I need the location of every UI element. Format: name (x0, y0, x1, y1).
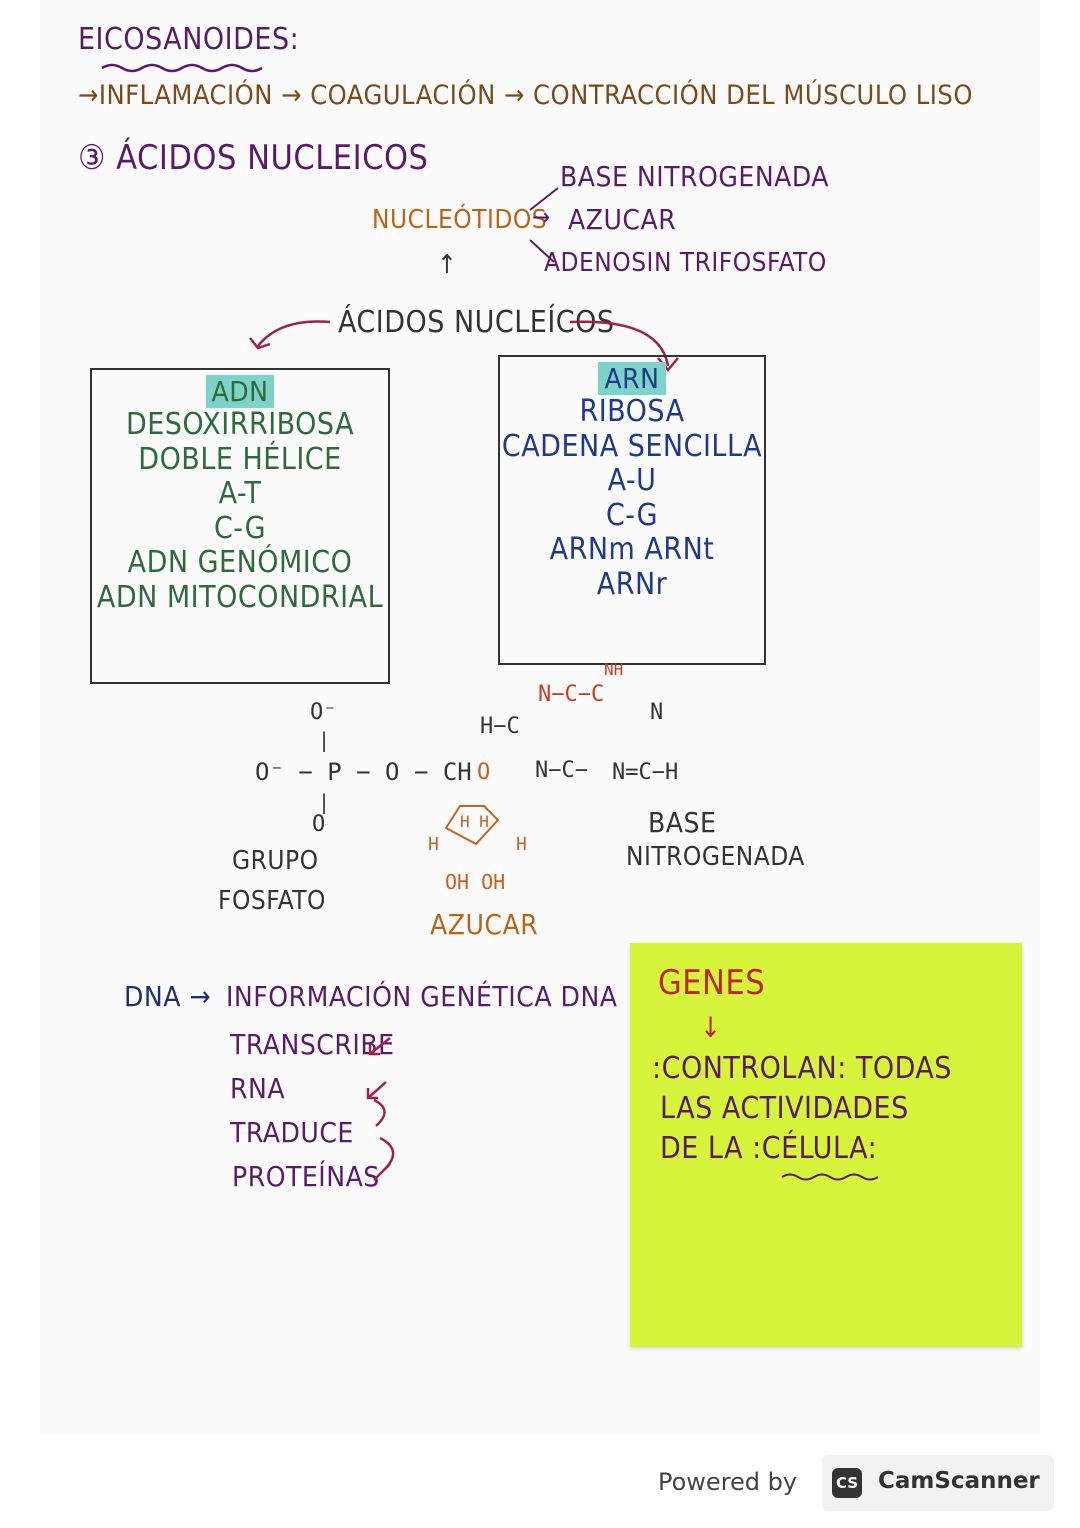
grupo-label: GRUPO (232, 846, 319, 876)
dogma-arrows (366, 1037, 395, 1181)
fosfato-label: FOSFATO (218, 886, 326, 916)
base-row1: N−C−C (538, 682, 605, 707)
phosphate-middle: O⁻ − P − O − CH (255, 758, 472, 786)
step-rna: RNA (230, 1072, 286, 1105)
acidos-nucleicos-label: ÁCIDOS NUCLEÍCOS (338, 305, 615, 340)
arn-line: C-G (605, 497, 659, 533)
adn-line: C-G (213, 510, 267, 546)
arn-line: CADENA SENCILLA (501, 428, 763, 464)
phosphate-bar-top: | (318, 728, 331, 752)
branch-arrows (529, 187, 559, 263)
base-row3: N−C− (535, 758, 588, 783)
wavy-underline (101, 63, 263, 73)
sugar-h-right: H (516, 834, 527, 855)
camscanner-logo-icon: CS (832, 1468, 862, 1498)
genes-sticky-note: GENES ↓ :CONTROLAN: TODAS LAS ACTIVIDADE… (630, 943, 1022, 1347)
informacion-genetica: INFORMACIÓN GENÉTICA DNA (226, 980, 618, 1013)
genes-title: GENES (658, 963, 766, 1003)
arn-line: A-U (607, 463, 657, 499)
genes-line: DE LA :CÉLULA: (660, 1131, 878, 1166)
phosphate-top-o: O⁻ (310, 700, 337, 725)
nucleotidos-arrow: → (532, 203, 551, 231)
arn-title: ARN (500, 362, 764, 395)
adn-line: DOBLE HÉLICE (138, 441, 342, 477)
adn-line: ADN GENÓMICO (127, 545, 353, 581)
arn-line: RIBOSA (579, 394, 685, 430)
phosphate-bottom-o: O (312, 812, 326, 837)
up-arrow: ↑ (437, 250, 458, 280)
sugar-ring (444, 805, 500, 846)
base-label: BASE (648, 806, 717, 839)
camscanner-badge: CS CamScanner (822, 1455, 1054, 1511)
adn-line: ADN MITOCONDRIAL (96, 579, 384, 615)
arn-line: ARNm ARNt (549, 532, 715, 568)
base-nch: N=C−H (612, 760, 679, 785)
adn-line: A-T (218, 476, 262, 512)
step-transcribe: TRANSCRIBE (230, 1028, 395, 1061)
dna-label: DNA → (124, 980, 212, 1013)
sugar-h-inner: H H (460, 812, 489, 831)
eicosanoides-flow: →INFLAMACIÓN → COAGULACIÓN → CONTRACCIÓN… (78, 80, 973, 111)
adn-title: ADN (92, 375, 388, 408)
powered-by-text: Powered by (658, 1468, 798, 1496)
sugar-ring-o: O (477, 760, 491, 785)
adn-box: ADN DESOXIRRIBOSA DOBLE HÉLICE A-T C-G A… (90, 368, 390, 684)
nitrogenada-label: NITROGENADA (626, 842, 805, 872)
component-base: BASE NITROGENADA (560, 160, 830, 193)
genes-line: :CONTROLAN: TODAS (652, 1051, 952, 1086)
phosphate-bar-bottom: | (318, 790, 331, 814)
step-proteinas: PROTEÍNAS (232, 1160, 380, 1193)
component-atp: ADENOSIN TRIFOSFATO (544, 248, 827, 278)
base-hc: H−C (480, 714, 520, 739)
arn-box: ARN RIBOSA CADENA SENCILLA A-U C-G ARNm … (498, 355, 766, 665)
camscanner-brand: CamScanner (878, 1468, 1040, 1494)
genes-arrow: ↓ (700, 1011, 722, 1044)
section-title: ③ ÁCIDOS NUCLEICOS (78, 138, 429, 178)
step-traduce: TRADUCE (230, 1116, 354, 1149)
nucleotidos-label: NUCLEÓTIDOS (372, 205, 548, 235)
genes-line: LAS ACTIVIDADES (660, 1091, 909, 1126)
azucar-label: AZUCAR (430, 908, 539, 941)
adn-line: DESOXIRRIBOSA (125, 407, 355, 443)
eicosanoides-title: EICOSANOIDES: (78, 22, 300, 57)
base-n-right: N (650, 700, 664, 725)
base-nh: NH (604, 660, 624, 679)
celula-underline (781, 1173, 879, 1181)
component-azucar: AZUCAR (568, 203, 677, 236)
sugar-h-left: H (428, 834, 439, 855)
arn-line: ARNr (596, 566, 668, 602)
sugar-oh: OH OH (445, 870, 506, 894)
